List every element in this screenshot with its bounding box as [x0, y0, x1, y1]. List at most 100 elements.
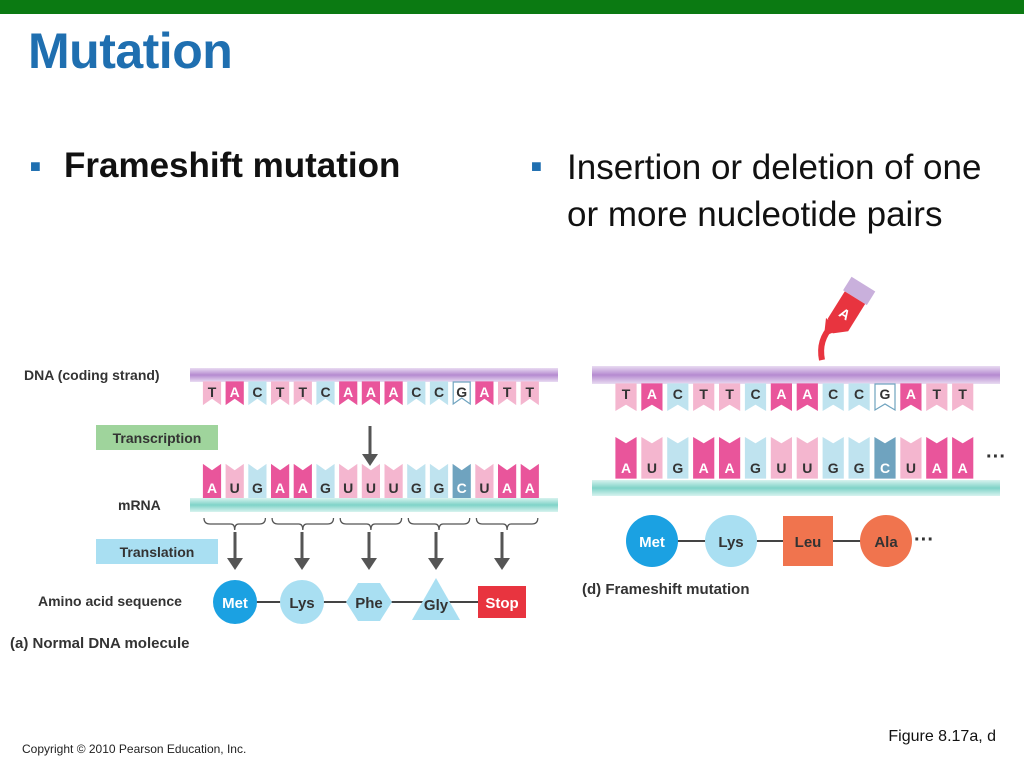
dna-a-base-tile	[452, 381, 471, 406]
mrna-a-base-tile	[407, 463, 426, 499]
mrna-a-base-tile	[475, 463, 494, 499]
amino-lys-a	[280, 580, 324, 624]
dna-d-base-letter: T	[725, 386, 734, 402]
dna-d-base-letter: A	[802, 386, 812, 402]
mrna-a-base-tile	[248, 463, 267, 499]
mrna-d-base-tile	[796, 436, 818, 479]
dna-d-base-tile	[641, 383, 663, 412]
dna-d-base-letter: T	[622, 386, 631, 402]
amino-ala-d	[860, 515, 912, 567]
mrna-d-base-tile	[667, 436, 689, 479]
mrna-d-base-letter: U	[647, 460, 657, 476]
mrna-a-base-letter: U	[479, 480, 489, 496]
figure-reference: Figure 8.17a, d	[888, 728, 996, 745]
amino-lys-d	[705, 515, 757, 567]
mrna-d-base-letter: A	[621, 460, 631, 476]
mrna-a-base-tile	[202, 463, 222, 499]
amino-leu-d-label: Leu	[795, 534, 822, 551]
slide-title: Mutation	[28, 23, 233, 79]
left-bullet-text: Frameshift mutation	[64, 146, 401, 185]
dna-d-base-tile	[952, 383, 974, 412]
codon-brackets	[203, 517, 539, 531]
mrna-d-base-letter: G	[854, 460, 865, 476]
mrna-a-base-tile	[339, 463, 358, 499]
translation-arrow-head	[494, 558, 510, 570]
amino-gly-label: Gly	[424, 597, 449, 614]
amino-phe-label: Phe	[355, 595, 383, 612]
codon-bracket	[271, 517, 335, 531]
dna-a-base-letter: A	[230, 384, 240, 400]
amino-lys-d-label: Lys	[718, 534, 743, 551]
translation-arrow-head	[294, 558, 310, 570]
translation-label: Translation	[120, 544, 195, 560]
dna-a-base-letter: T	[503, 384, 512, 400]
copyright-text: Copyright © 2010 Pearson Education, Inc.	[22, 742, 247, 756]
mrna-d-base-letter: G	[672, 460, 683, 476]
amino-gly-a	[412, 578, 460, 620]
amino-ellipsis: ···	[914, 529, 934, 551]
stop-codon-box	[478, 586, 526, 618]
mrna-a-base-tile	[316, 463, 335, 499]
mrna-d-base-tile	[926, 436, 948, 479]
bullet-square-icon: ■	[30, 156, 41, 176]
translation-arrow-head	[361, 558, 377, 570]
dna-a-base-tile	[339, 381, 358, 406]
translation-box	[96, 539, 218, 564]
amino-phe-a	[346, 583, 392, 621]
mrna-d-base-letter: A	[699, 460, 709, 476]
dna-a-base-letter: T	[526, 384, 535, 400]
amino-acid-sequence-label: Amino acid sequence	[38, 593, 182, 609]
mrna-label: mRNA	[118, 497, 161, 513]
mrna-d-base-tile	[848, 436, 870, 479]
dna-a-base-letter: T	[276, 384, 285, 400]
dna-a-base-letter: C	[434, 384, 444, 400]
transcription-label: Transcription	[113, 430, 202, 446]
right-bullet-text: Insertion or deletion of one or more nuc…	[567, 148, 982, 234]
dna-a-base-tile	[498, 381, 517, 406]
mrna-backbone-a	[190, 498, 558, 512]
codon-bracket	[407, 517, 471, 531]
dna-d-base-tile	[848, 383, 870, 412]
dna-d-base-tile	[770, 383, 793, 412]
inserted-nucleotide: A	[818, 276, 876, 361]
amino-ala-d-label: Ala	[874, 534, 898, 551]
inserted-nucleotide-cap	[843, 276, 876, 306]
dna-d-base-tile	[874, 383, 896, 412]
dna-a-base-tile	[248, 381, 267, 406]
dna-a-base-tile	[429, 381, 449, 406]
bullet-square-icon: ■	[531, 156, 542, 176]
mrna-a-base-letter: U	[343, 480, 353, 496]
mrna-a-base-letter: A	[275, 480, 285, 496]
dna-a-base-letter: C	[320, 384, 330, 400]
amino-lys-label: Lys	[289, 595, 314, 612]
dna-d-base-letter: G	[880, 386, 891, 402]
dna-a-base-letter: T	[299, 384, 308, 400]
dna-d-base-letter: C	[828, 386, 838, 402]
dna-a-base-tile	[293, 381, 312, 406]
mrna-d-base-tile	[900, 436, 922, 479]
mrna-a-base-letter: G	[320, 480, 331, 496]
top-accent-bar	[0, 0, 1024, 14]
mrna-a-base-tile	[271, 463, 290, 499]
transcription-box	[96, 425, 218, 450]
amino-leu-d	[783, 516, 833, 566]
dna-d-base-letter: T	[958, 386, 967, 402]
amino-met-d	[626, 515, 678, 567]
amino-met-a	[213, 580, 257, 624]
dna-a-base-letter: A	[479, 384, 489, 400]
dna-a-base-tile	[225, 381, 244, 406]
amino-stop-label: Stop	[485, 595, 518, 612]
dna-d-base-letter: T	[933, 386, 942, 402]
dna-a-base-tile	[361, 381, 380, 406]
mrna-d-base-letter: U	[906, 460, 916, 476]
codon-bracket	[203, 517, 267, 531]
mrna-d-base-tile	[744, 436, 767, 479]
dna-a-base-tile	[407, 381, 426, 406]
mrna-a-base-letter: G	[434, 480, 445, 496]
inserted-nucleotide-body	[827, 291, 866, 334]
dna-d-base-tile	[822, 383, 844, 412]
dna-a-base-letter: C	[252, 384, 262, 400]
dna-a-base-letter: A	[366, 384, 376, 400]
